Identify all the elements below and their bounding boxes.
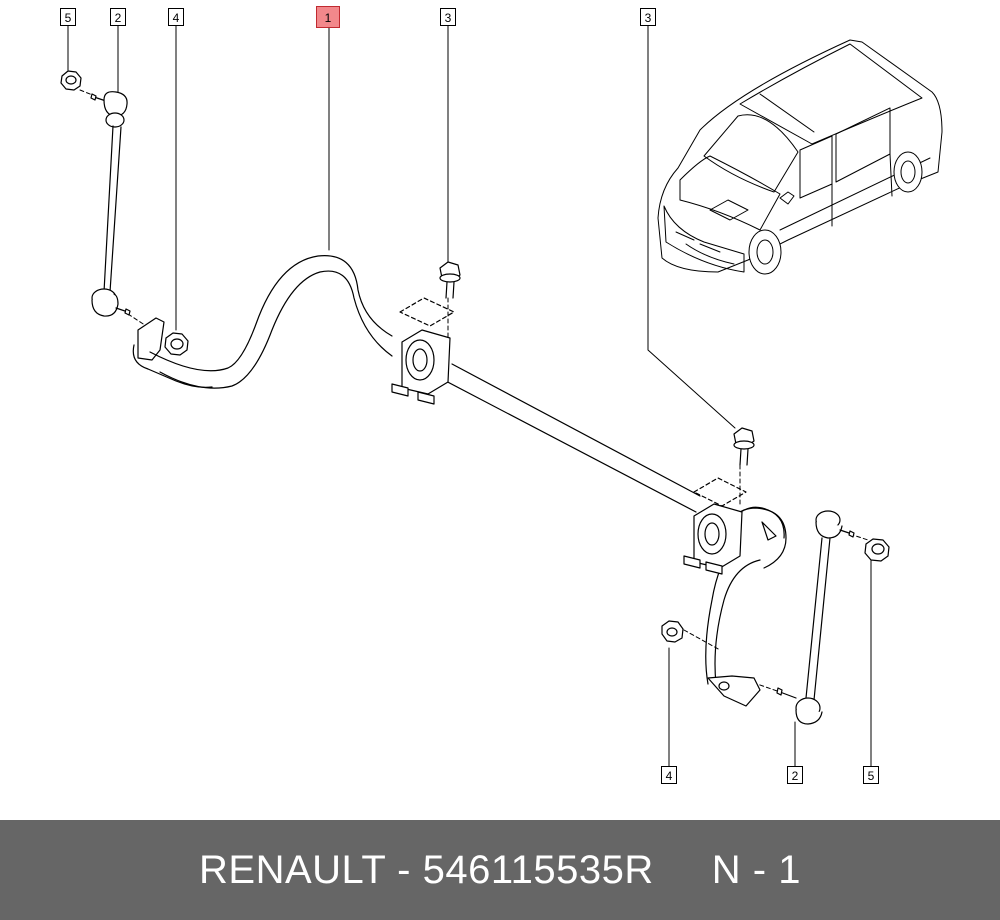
- callout-3-top-right[interactable]: 3: [640, 8, 656, 26]
- callout-2-bottom[interactable]: 2: [787, 766, 803, 784]
- part-number: 546115535R: [422, 847, 654, 892]
- right-drop-link: [776, 510, 890, 725]
- stabilizer-bar-exploded-view: [60, 25, 943, 767]
- callout-1-highlighted[interactable]: 1: [316, 6, 340, 28]
- right-nut: [661, 620, 684, 643]
- right-clamp-bolt: [733, 427, 755, 466]
- stabilizer-bar: [132, 255, 787, 707]
- diagram-note: N - 1: [711, 847, 801, 892]
- footer-bar: RENAULT - 546115535R N - 1: [0, 820, 1000, 920]
- callout-2-top-left[interactable]: 2: [110, 8, 126, 26]
- callout-5-bottom[interactable]: 5: [863, 766, 879, 784]
- left-drop-link: [60, 70, 131, 317]
- brand-name: RENAULT: [199, 847, 386, 892]
- callout-5-top-left[interactable]: 5: [60, 8, 76, 26]
- left-clamp-bolt: [439, 261, 461, 299]
- parts-diagram: 5 2 4 1 3 3 4 2 5: [60, 6, 943, 784]
- separator: -: [385, 847, 423, 892]
- footer-caption: RENAULT - 546115535R N - 1: [199, 848, 801, 893]
- left-nut: [164, 332, 189, 356]
- van-illustration: [657, 39, 943, 275]
- callout-4-top-left[interactable]: 4: [168, 8, 184, 26]
- left-bushing-clamp: [391, 297, 455, 405]
- callout-3-top-center[interactable]: 3: [440, 8, 456, 26]
- right-bushing-clamp: [683, 477, 747, 575]
- callout-4-bottom[interactable]: 4: [661, 766, 677, 784]
